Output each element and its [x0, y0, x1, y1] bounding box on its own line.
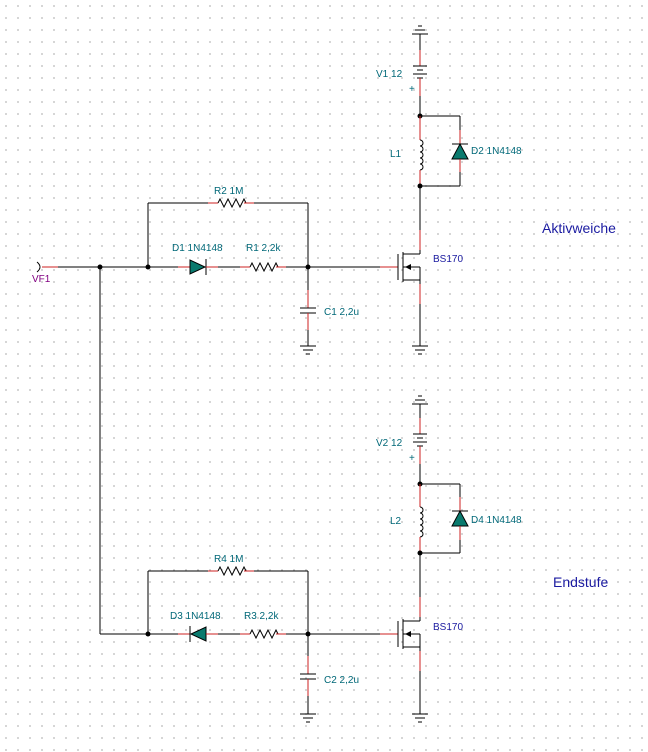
inductor-l1	[419, 139, 424, 171]
resistor-r2	[217, 197, 247, 209]
junction-node	[97, 264, 103, 270]
label-q1: BS170	[433, 254, 463, 265]
label-l1: L1	[390, 149, 402, 160]
diode-d3	[189, 626, 207, 642]
mosfet-q1	[380, 250, 421, 284]
label-d1: D1 1N4148	[172, 243, 223, 254]
resistor-r3	[249, 628, 279, 640]
label-d3: D3 1N4148	[170, 611, 221, 622]
label-r3: R3 2,2k	[244, 611, 279, 622]
voltage-probe-vf1: VF1	[32, 261, 190, 285]
resistor-r1	[249, 261, 279, 273]
diode-d2	[451, 142, 469, 160]
label-q2: BS170	[433, 622, 463, 633]
ground-icon	[300, 345, 316, 355]
label-l2: L2	[390, 516, 402, 527]
polarity-plus: +	[409, 453, 415, 464]
label-d4: D4 1N4148	[471, 515, 522, 526]
stage-endstufe: R4 1M D3 1N4148 R3 2,2k C2 2,2u	[145, 395, 608, 723]
section-heading-endstufe: Endstufe	[553, 574, 608, 590]
ground-icon	[412, 713, 428, 723]
ground-icon	[412, 395, 428, 405]
diode-d1	[189, 259, 207, 275]
ground-icon	[300, 713, 316, 723]
section-heading-aktivweiche: Aktivweiche	[542, 220, 616, 236]
battery-v2	[413, 433, 427, 447]
label-r1: R1 2,2k	[246, 243, 281, 254]
label-r2: R2 1M	[214, 186, 243, 197]
label-c2: C2 2,2u	[324, 675, 359, 686]
label-v1: V1 12	[376, 69, 403, 80]
probe-arc-icon	[36, 261, 41, 273]
label-r4: R4 1M	[214, 554, 243, 565]
label-v2: V2 12	[376, 438, 403, 449]
ground-icon	[412, 345, 428, 355]
inductor-l2	[419, 506, 424, 538]
ground-icon	[412, 25, 428, 35]
battery-v1	[413, 65, 427, 79]
polarity-plus: +	[409, 84, 415, 95]
source-label: VF1	[32, 274, 51, 285]
diode-d4	[451, 509, 469, 527]
resistor-r4	[217, 565, 247, 577]
mosfet-q2	[380, 617, 421, 651]
label-c1: C1 2,2u	[324, 307, 359, 318]
label-d2: D2 1N4148	[471, 146, 522, 157]
stage-aktivweiche: R2 1M D1 1N4148 R1 2,2k C1 2,2u	[145, 25, 616, 355]
